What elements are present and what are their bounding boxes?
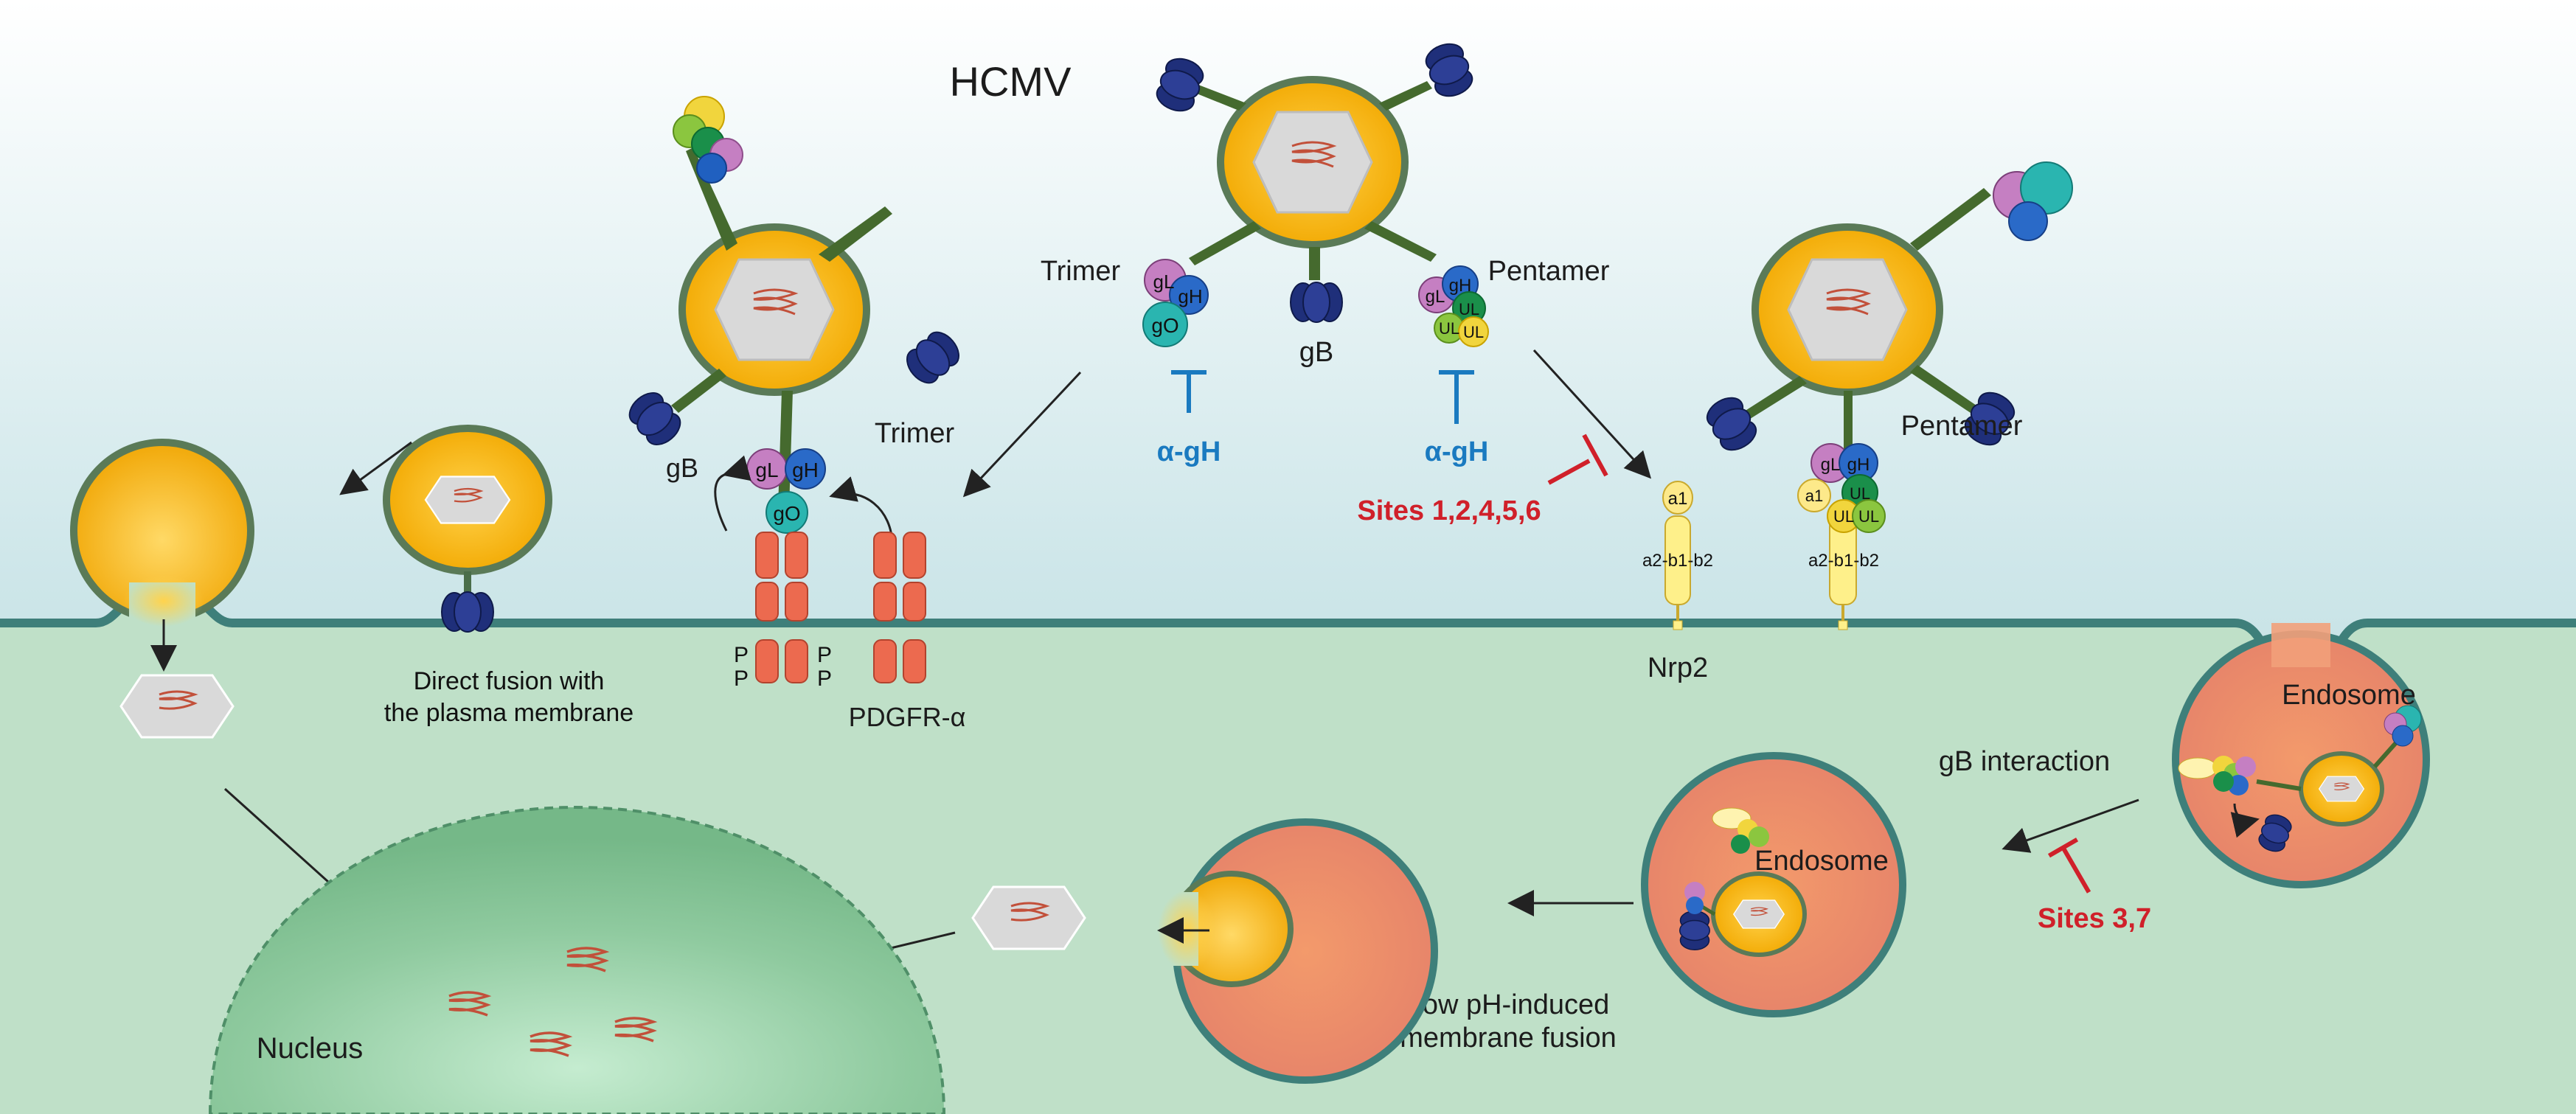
phospho-2: P: [734, 666, 749, 691]
endosome-mid-label: Endosome: [1754, 846, 1889, 877]
released-capsid-left: [119, 674, 235, 739]
pdgfr-label: PDGFR-α: [849, 702, 966, 732]
arrow-to-endosome-mid: [2002, 798, 2139, 853]
direct-fusion-label-2: the plasma membrane: [384, 699, 633, 727]
phospho-4: P: [817, 666, 832, 691]
gb-top-center: [1290, 282, 1343, 323]
pentamer-nrp2-complex: [1797, 443, 1886, 630]
pentamer-complex-center: gL gH UL UL UL: [1418, 265, 1489, 347]
low-ph-label-1: Low pH-induced: [1407, 989, 1610, 1020]
virion-in-endosome-mid: [1711, 871, 1807, 957]
gb-left-label: gB: [666, 453, 698, 483]
gb-in-endosome-mid: [1679, 911, 1710, 950]
nucleus-label: Nucleus: [257, 1032, 364, 1065]
gb-top-label: gB: [1299, 337, 1333, 368]
nucleus: [208, 805, 946, 1114]
gl4-label: gL: [1821, 455, 1841, 475]
arrow-to-membrane-fusion: [339, 441, 412, 495]
direct-fusion-label-1: Direct fusion with: [414, 667, 605, 695]
virion-in-endosome-right: [2299, 751, 2384, 826]
sites-b-label: Sites 3,7: [2038, 903, 2151, 934]
a1-right-label: a1: [1805, 487, 1823, 505]
phospho-3: P: [817, 643, 832, 667]
gl-label: gL: [755, 459, 778, 481]
ul3-label: UL: [1463, 323, 1484, 341]
go-label: gO: [773, 502, 800, 525]
ul2-label: UL: [1439, 319, 1459, 338]
gh2-label: gH: [1178, 285, 1202, 307]
sites-a-label: Sites 1,2,4,5,6: [1357, 495, 1541, 526]
gh4-label: gH: [1847, 455, 1870, 475]
low-ph-label-2: membrane fusion: [1400, 1023, 1617, 1054]
virion-direct-fusion: [383, 425, 552, 575]
arrow-to-trimer-path: [962, 371, 1082, 498]
arrow-to-pentamer-path: [1532, 349, 1652, 479]
a2b1b2-right-label: a2-b1-b2: [1808, 551, 1879, 571]
pentamer-nrp2-in-endosome: [2178, 756, 2256, 796]
anti-gh-label-1: α-gH: [1157, 436, 1221, 467]
nrp2-label: Nrp2: [1648, 652, 1708, 683]
pentamer-free-in-endosome: [1712, 807, 1769, 854]
anti-gh-label-2: α-gH: [1425, 436, 1489, 467]
ul6-label: UL: [1858, 507, 1879, 526]
virion-hcmv-top: [1221, 80, 1405, 245]
pentamer-top-label: Pentamer: [1488, 256, 1610, 287]
gh-label: gH: [792, 459, 819, 481]
pentamer-complex-top-right: [1993, 161, 2073, 241]
trimer-top-label: Trimer: [1041, 256, 1121, 287]
trimer-left-label: Trimer: [875, 418, 955, 449]
endosome-forming: [2172, 630, 2430, 888]
pentamer-right-label: Pentamer: [1901, 411, 2023, 442]
gh3-label: gH: [1449, 276, 1472, 296]
endosome-right-label: Endosome: [2282, 680, 2416, 711]
ul5-label: UL: [1833, 507, 1854, 526]
ul1-label: UL: [1459, 300, 1479, 318]
trimer-receptor-complex: gL gH gO: [746, 448, 826, 534]
trimer-complex-top: [673, 96, 743, 184]
gl3-label: gL: [1426, 287, 1445, 307]
gb-at-membrane: [441, 591, 494, 633]
released-capsid-mid: [971, 885, 1086, 950]
ul4-label: UL: [1850, 484, 1870, 503]
nrp2-receptor: [1662, 481, 1693, 630]
gl2-label: gL: [1153, 271, 1175, 293]
gb-interaction-label: gB interaction: [1939, 746, 2110, 777]
virion-pentamer-bound: [1755, 227, 1940, 392]
pdgfr-alpha-receptor: [755, 532, 926, 683]
hcmv-title: HCMV: [950, 58, 1072, 105]
trimer-complex-center: gL gH gO: [1142, 259, 1209, 347]
phospho-1: P: [734, 643, 749, 667]
a1-label: a1: [1668, 489, 1688, 509]
go2-label: gO: [1151, 314, 1178, 337]
a2b1b2-label: a2-b1-b2: [1642, 551, 1713, 571]
